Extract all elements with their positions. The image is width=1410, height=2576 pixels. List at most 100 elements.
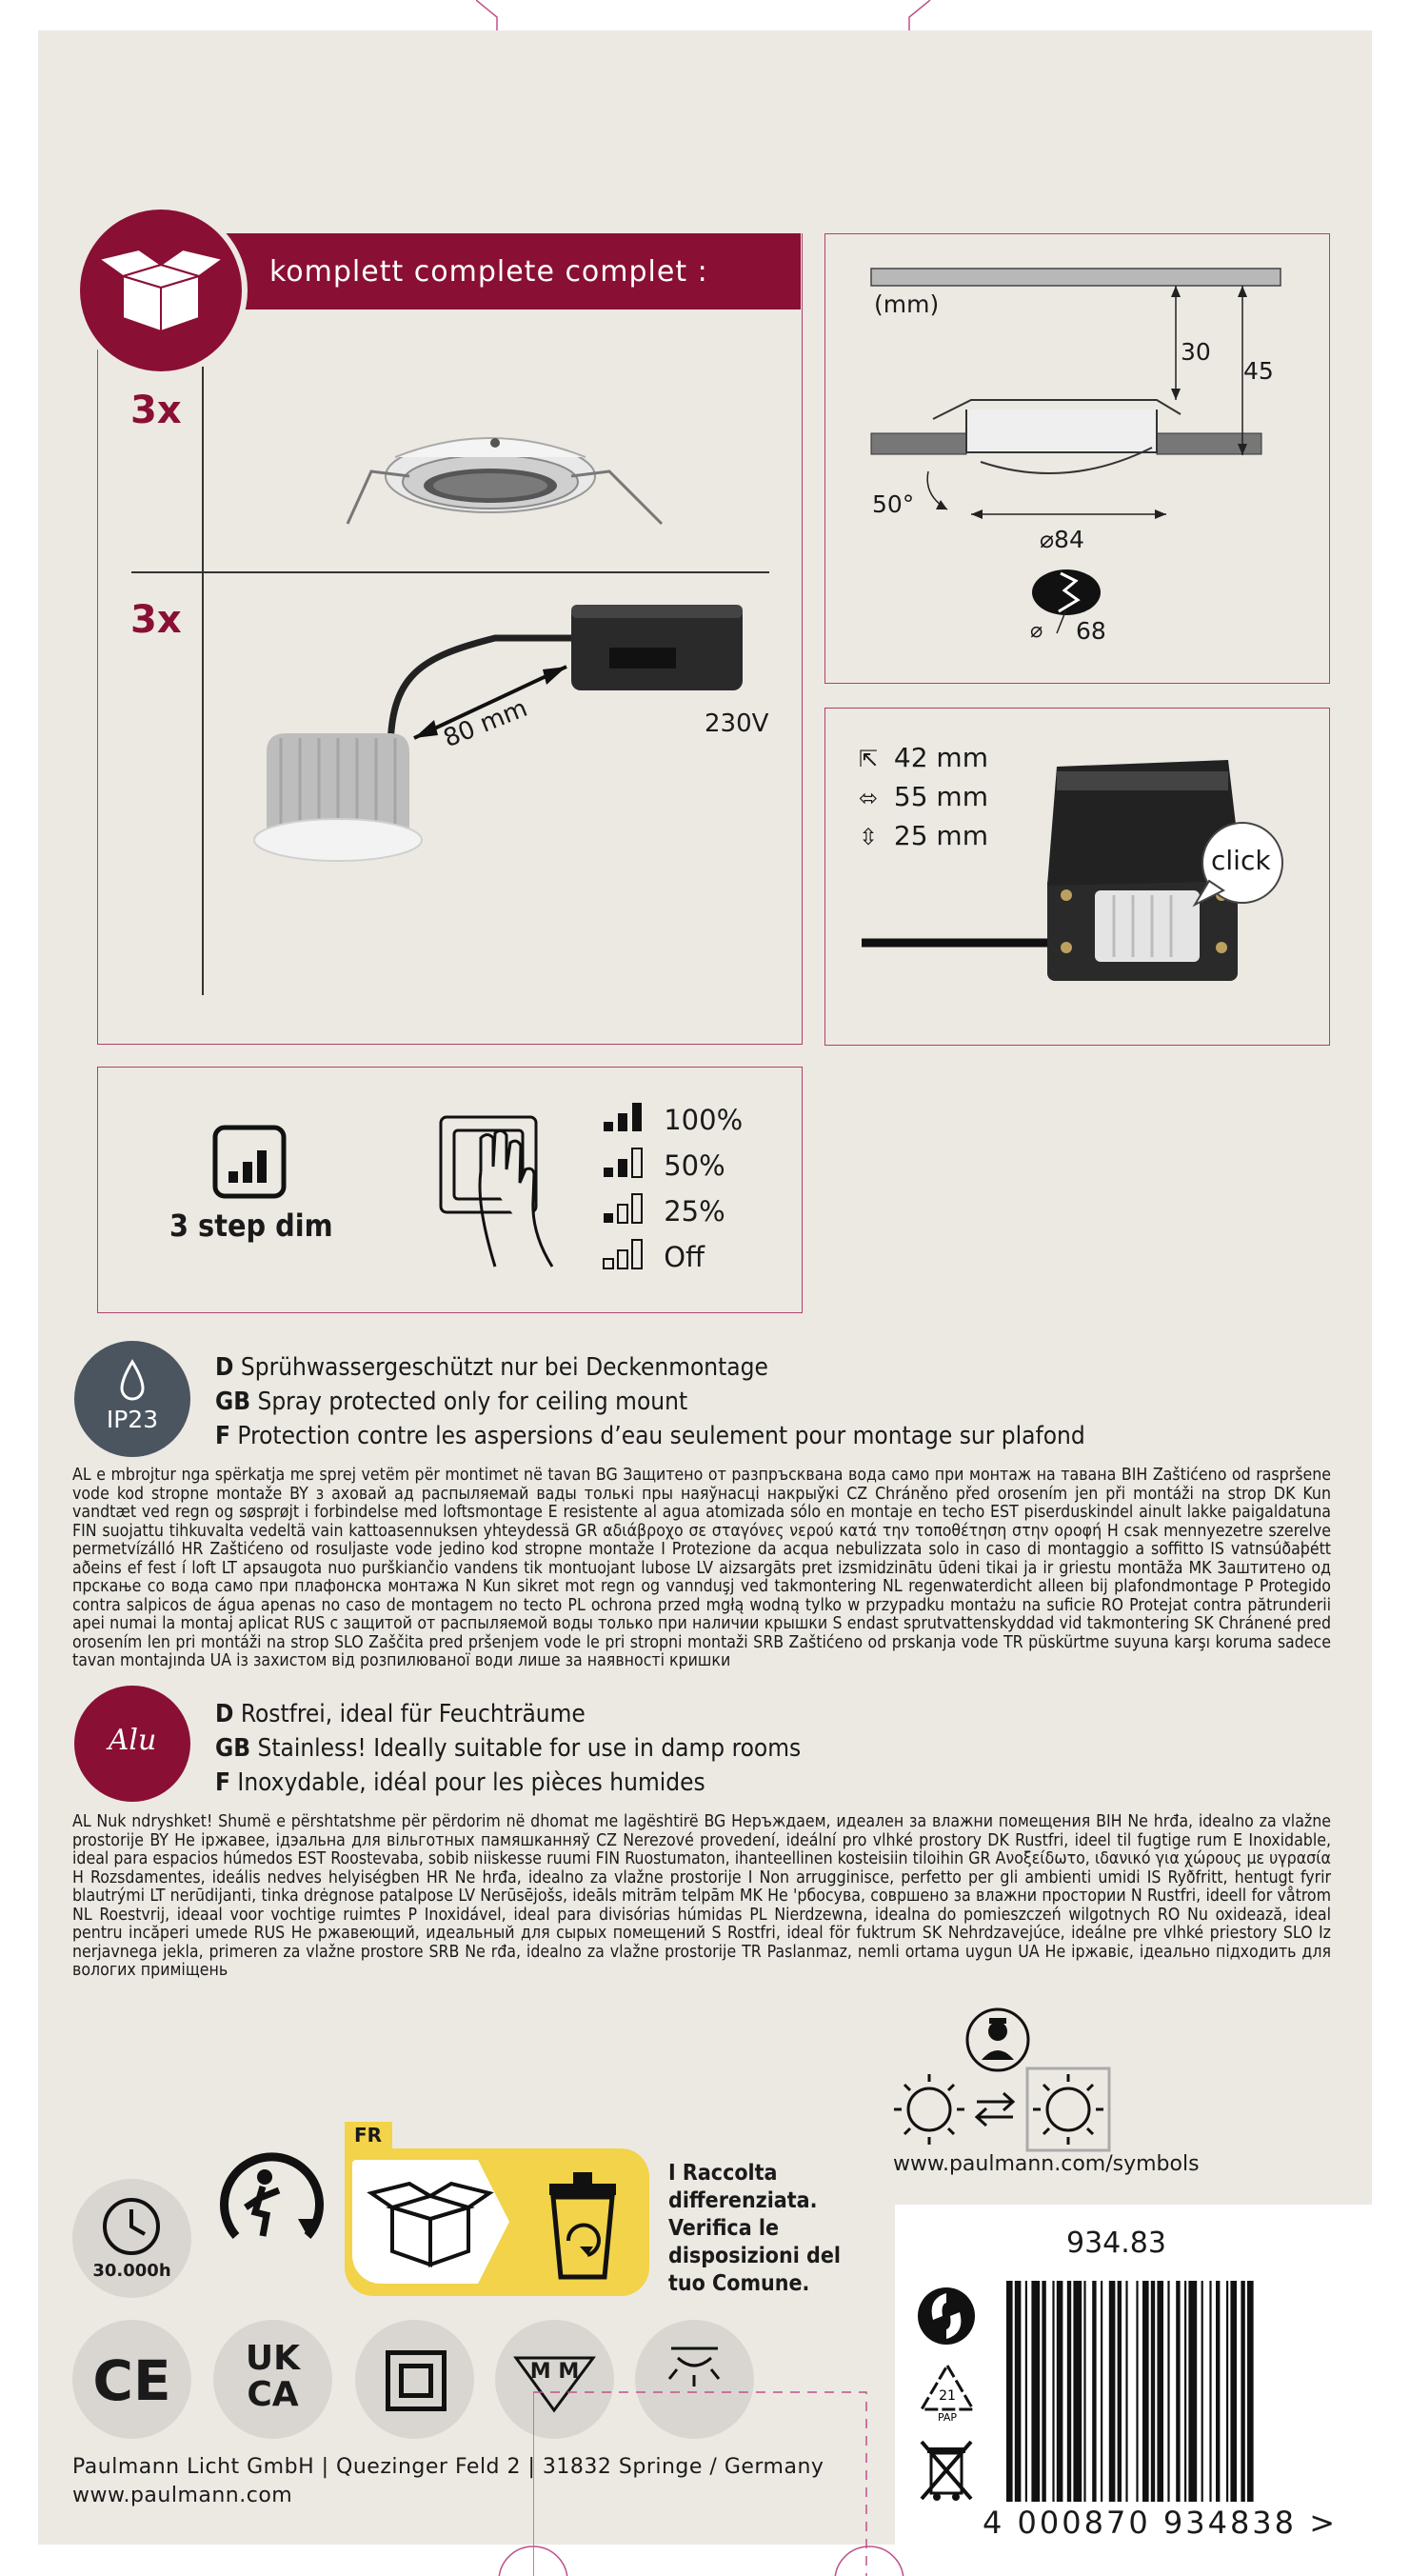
dimensions-box: [824, 233, 1330, 684]
material-line-f: F Inoxydable, idéal pour les pièces humi…: [215, 1768, 705, 1797]
symbols-url[interactable]: www.paulmann.com/symbols: [893, 2152, 1200, 2176]
mm-furniture-icon: M M: [495, 2320, 614, 2439]
barcode-bar: [1073, 2281, 1082, 2502]
barcode-bar: [1176, 2281, 1181, 2502]
signal-1-icon: [604, 1193, 643, 1224]
contents-box: [97, 233, 803, 1045]
ip23-badge: IP23: [74, 1341, 190, 1457]
barcode-bar: [1117, 2281, 1122, 2502]
contents-header-title: komplett complete complet :: [269, 255, 708, 289]
barcode-digits: 4 000870 934838 >: [983, 2505, 1338, 2541]
junction-box-illustration: [862, 760, 1283, 981]
fr-label: FR: [354, 2124, 383, 2147]
dim-row-vertical: ⇳ 25 mm: [859, 817, 988, 856]
light-color-adjust-icon: [894, 2067, 1111, 2152]
led-module-illustration: [253, 605, 743, 862]
recycling-message: Raccolta differenziata. Verifica le disp…: [668, 2161, 841, 2296]
barcode-bar: [1241, 2281, 1245, 2502]
bottom-tab-circles: [498, 2546, 904, 2576]
qty-ring: 3x: [130, 389, 182, 432]
dim-row-horizontal: ⬄ 55 mm: [859, 778, 988, 817]
recycle-bin-icon: [549, 2172, 616, 2280]
dim-row-diagonal: ⇱ 42 mm: [859, 739, 988, 778]
barcode-bar: [1031, 2281, 1041, 2502]
class-ii-icon: [355, 2320, 474, 2439]
ukca-mark-icon: UK CA: [213, 2320, 332, 2439]
material-lines: D Rostfrei, ideal für Feuchträume GB Sta…: [215, 1697, 1310, 1800]
cutout-prefix: ⌀: [1030, 619, 1043, 643]
vertical-arrow-icon: ⇳: [859, 824, 879, 850]
material-line-gb: GB Stainless! Ideally suitable for use i…: [215, 1734, 802, 1763]
dim-level-50: 50%: [602, 1143, 743, 1188]
ip23-label: IP23: [106, 1406, 159, 1433]
barcode-bar: [1142, 2281, 1149, 2502]
clock-icon: [103, 2198, 160, 2255]
height-inner-label: 30: [1181, 338, 1211, 366]
dim-levels: 100% 50% 25% Off: [602, 1097, 743, 1280]
barcode-bar: [1167, 2281, 1170, 2502]
barcode-bar: [1056, 2281, 1063, 2502]
dimensions-drawing: [870, 268, 1281, 634]
barcode-bar: [1226, 2281, 1229, 2502]
signal-2-icon: [604, 1148, 643, 1178]
barcode-bar: [1157, 2281, 1163, 2502]
triman-recycle-icon: [220, 2152, 324, 2239]
barcode-bar: [1209, 2281, 1212, 2502]
alu-badge: Alu: [74, 1686, 190, 1802]
junction-box-panel: [824, 708, 1330, 1046]
barcode-bar: [1092, 2281, 1097, 2502]
ceiling-lamp-icon: [635, 2320, 754, 2439]
ean-barcode: [1006, 2281, 1254, 2502]
barcode-bar: [1024, 2281, 1027, 2502]
barcode-panel: [895, 2205, 1372, 2545]
svg-text:21: 21: [939, 2388, 956, 2404]
ce-mark-icon: CE: [72, 2320, 191, 2439]
ip-translations: AL e mbrojtur nga spërkatja me sprej vet…: [72, 1466, 1331, 1670]
barcode-bar: [1216, 2281, 1221, 2502]
step-dim-icon: [212, 1125, 287, 1199]
signal-0-icon: [603, 1239, 643, 1269]
ip-lines: D Sprühwassergeschützt nur bei Deckenmon…: [215, 1350, 1310, 1453]
voltage-label: 230V: [705, 709, 769, 738]
article-number: 934.83: [1066, 2227, 1166, 2260]
recessed-ring-illustration: [346, 437, 664, 526]
dim-horizontal: 55 mm: [893, 781, 988, 812]
dim-diagonal: 42 mm: [893, 742, 988, 773]
click-label: click: [1211, 845, 1271, 876]
contents-divider: [131, 571, 769, 573]
ip-line-gb: GB Spray protected only for ceiling moun…: [215, 1388, 688, 1416]
dim-level-100: 100%: [602, 1097, 743, 1143]
bottom-fold-line: [533, 2391, 867, 2576]
dim-level-25: 25%: [602, 1188, 743, 1234]
ip-line-f: F Protection contre les aspersions d’eau…: [215, 1422, 1085, 1450]
dimming-box: [97, 1067, 803, 1313]
diameter-label: ⌀84: [1040, 526, 1084, 553]
barcode-bar: [1247, 2281, 1254, 2502]
green-dot-icon: [918, 2287, 975, 2345]
contents-header-band: [190, 233, 801, 310]
barcode-bar: [1150, 2281, 1156, 2502]
wall-switch-hand-icon: [439, 1115, 554, 1268]
barcode-bar: [1184, 2281, 1187, 2502]
dim-vertical: 25 mm: [893, 820, 988, 851]
lifetime-label: 30.000h: [92, 2261, 171, 2281]
cutout-label: 68: [1076, 617, 1106, 645]
barcode-bar: [1108, 2281, 1116, 2502]
ip-line-d: D Sprühwassergeschützt nur bei Deckenmon…: [215, 1353, 768, 1382]
barcode-bar: [1083, 2281, 1086, 2502]
box-icon-badge: [74, 204, 248, 377]
material-translations: AL Nuk ndryshket! Shumë e përshtatshme p…: [72, 1812, 1331, 1980]
contents-vertical-rule: [202, 367, 204, 995]
barcode-bar: [1042, 2281, 1046, 2502]
fr-tab: [345, 2122, 392, 2150]
pap-recycle-icon: 21 PAP: [919, 2363, 976, 2423]
recycling-text: I Raccolta differenziata. Verifica le di…: [668, 2161, 841, 2296]
barcode-bar: [1066, 2281, 1072, 2502]
horizontal-arrow-icon: ⬄: [859, 785, 879, 811]
junction-dims: ⇱ 42 mm ⬄ 55 mm ⇳ 25 mm: [859, 739, 988, 856]
qty-module: 3x: [130, 598, 182, 642]
company-website[interactable]: www.paulmann.com: [72, 2484, 293, 2507]
weee-bin-icon: [920, 2440, 973, 2501]
barcode-bar: [1136, 2281, 1139, 2502]
barcode-bar: [1006, 2281, 1013, 2502]
